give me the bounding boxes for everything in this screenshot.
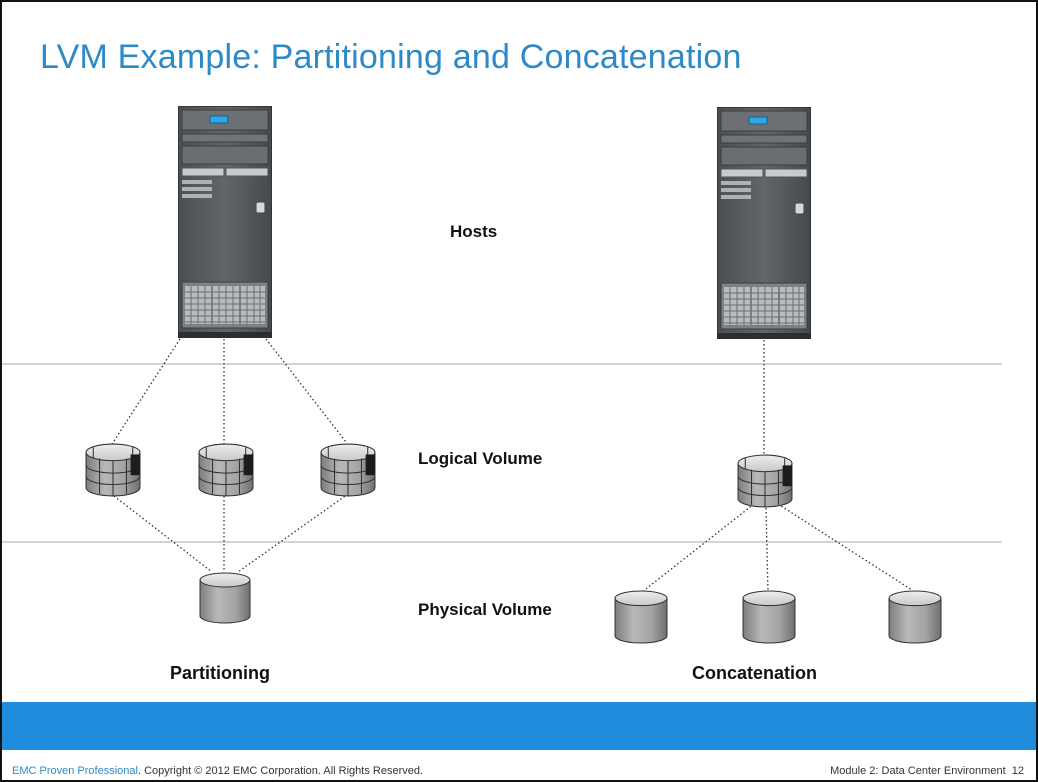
page-number: 12 <box>1011 765 1024 777</box>
footer-copyright: EMC Proven Professional. Copyright © 201… <box>12 765 423 777</box>
concatenation-connectors <box>641 340 913 593</box>
footer-module: Module 2: Data Center Environment 12 <box>830 765 1024 777</box>
footer-copyright-text: . Copyright © 2012 EMC Corporation. All … <box>137 765 424 777</box>
server-icon <box>717 107 811 339</box>
footer-band <box>2 702 1036 750</box>
concatenation-label: Concatenation <box>692 663 818 683</box>
physical-disk-icon <box>888 590 942 644</box>
server-icon <box>178 106 272 338</box>
partitioning-connectors <box>111 338 349 573</box>
logical-volume-icon <box>198 443 254 497</box>
slide-title: LVM Example: Partitioning and Concatenat… <box>40 38 742 76</box>
footer-brand: EMC Proven Professional <box>12 765 138 777</box>
partitioning-label: Partitioning <box>170 663 270 683</box>
physical-disk-icon <box>742 590 796 644</box>
physical-disk-icon <box>199 572 251 624</box>
hosts-label: Hosts <box>450 222 498 241</box>
logical-volume-icon <box>320 443 376 497</box>
physical-volume-label: Physical Volume <box>418 600 552 619</box>
logical-volume-label: Logical Volume <box>418 449 543 468</box>
physical-disk-icon <box>614 590 668 644</box>
logical-volume-icon <box>85 443 141 497</box>
lvm-diagram <box>2 106 1002 644</box>
footer-module-name: Module 2: Data Center Environment <box>830 765 1006 777</box>
logical-volume-icon <box>737 454 793 508</box>
